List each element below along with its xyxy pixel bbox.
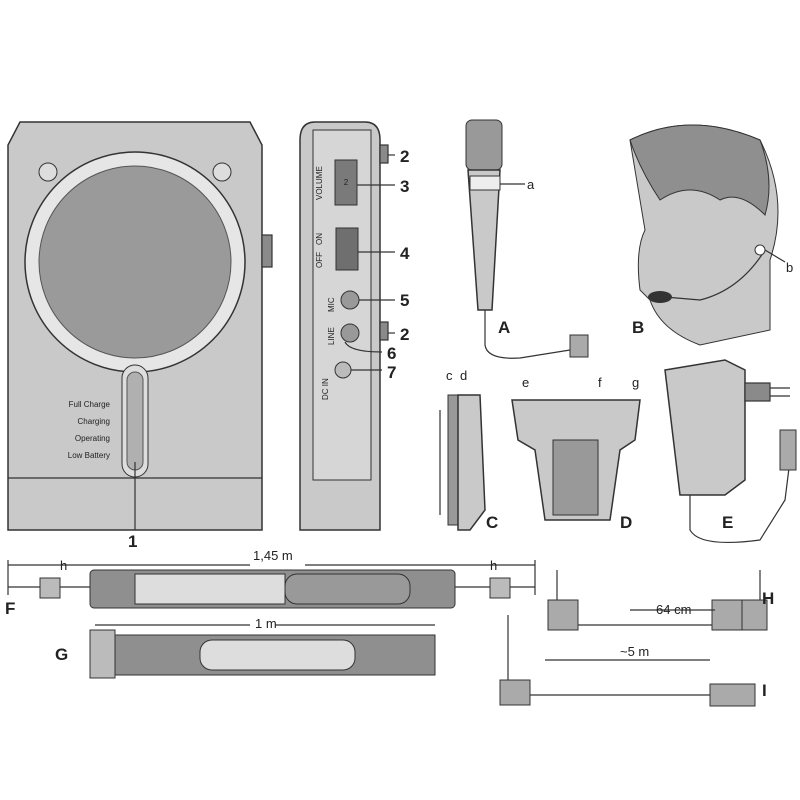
cable-h-length: 64 cm — [656, 602, 691, 617]
accessory-b-headset: b B — [629, 124, 793, 346]
sub-label-a: a — [527, 177, 535, 192]
volume-dial[interactable] — [334, 159, 358, 206]
callout-6: 6 — [387, 344, 396, 363]
callout-4: 4 — [400, 244, 410, 263]
label-e: E — [722, 513, 733, 532]
mic-label: MIC — [327, 297, 336, 312]
power-switch[interactable] — [335, 227, 359, 271]
sub-label-h-left: h — [60, 558, 67, 573]
label-c: C — [486, 513, 498, 532]
dc-in-label: DC IN — [321, 378, 330, 400]
mic-jack[interactable] — [340, 290, 360, 310]
line-jack[interactable] — [340, 323, 360, 343]
volume-value: 2 — [344, 178, 349, 187]
callout-2-top: 2 — [400, 147, 409, 166]
sub-label-d: d — [460, 368, 467, 383]
sub-label-b: b — [786, 260, 793, 275]
accessory-c-belt-clip: c d C — [439, 368, 498, 532]
led-indicator — [126, 371, 144, 471]
label-a: A — [498, 318, 510, 337]
label-f: F — [5, 599, 15, 618]
sub-label-c: c — [446, 368, 453, 383]
speaker-side-view: 2 VOLUME OFF ON MIC LINE DC IN 2 3 4 5 2… — [299, 121, 410, 531]
callout-1: 1 — [128, 532, 137, 551]
led-label-operating: Operating — [75, 434, 110, 443]
speaker-front-view: Full Charge Charging Operating Low Batte… — [7, 121, 273, 551]
callout-2-bottom: 2 — [400, 325, 409, 344]
led-label-charging: Charging — [78, 417, 110, 426]
switch-off-label: OFF — [315, 252, 324, 268]
strap-f-length: 1,45 m — [253, 548, 293, 563]
volume-label: VOLUME — [315, 166, 324, 200]
accessory-h-audio-cable: 64 cm H — [547, 570, 774, 631]
cable-i-length: ~5 m — [620, 644, 649, 659]
sub-label-h-right: h — [490, 558, 497, 573]
accessory-a-handheld-microphone: a A — [465, 119, 589, 359]
accessory-f-shoulder-strap: 1,45 m h h F — [5, 548, 536, 618]
callout-7: 7 — [387, 363, 396, 382]
led-label-low-battery: Low Battery — [68, 451, 110, 460]
switch-on-label: ON — [315, 233, 324, 245]
accessory-i-extension-cable: ~5 m I — [499, 615, 767, 707]
sub-label-g: g — [632, 375, 639, 390]
sub-label-e: e — [522, 375, 529, 390]
strap-g-length: 1 m — [255, 616, 277, 631]
accessory-d-clip-holder: e f g D — [511, 375, 641, 532]
callout-5: 5 — [400, 291, 409, 310]
line-label: LINE — [327, 327, 336, 345]
accessory-e-power-adapter: E — [664, 359, 797, 544]
label-d: D — [620, 513, 632, 532]
sub-label-f: f — [598, 375, 602, 390]
label-i: I — [762, 681, 767, 700]
label-g: G — [55, 645, 68, 664]
label-h: H — [762, 589, 774, 608]
callout-3: 3 — [400, 177, 409, 196]
dc-in-jack[interactable] — [334, 361, 352, 379]
label-b: B — [632, 318, 644, 337]
accessory-g-waist-strap: 1 m G — [55, 616, 436, 679]
led-label-full-charge: Full Charge — [69, 400, 111, 409]
